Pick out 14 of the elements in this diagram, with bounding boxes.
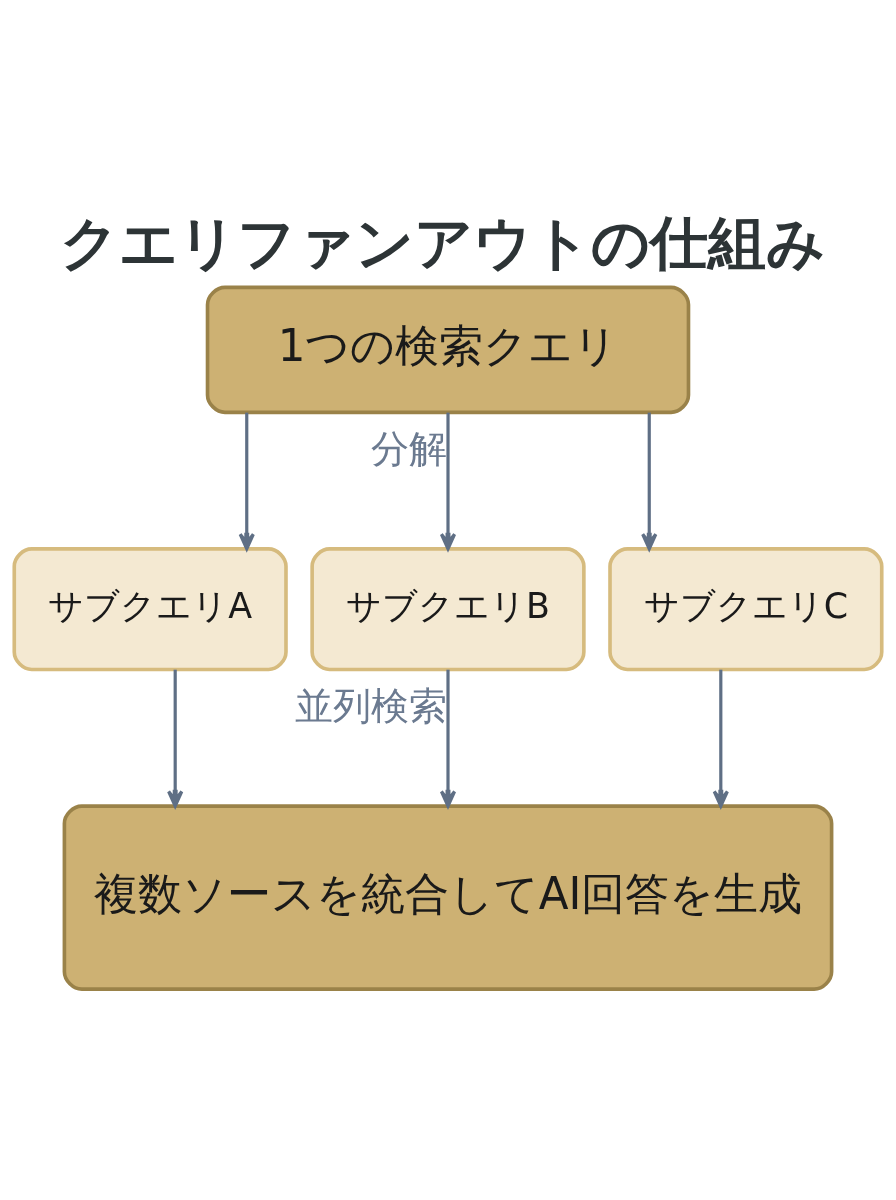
arrow [712,669,729,808]
node-box: サブクエリA [12,546,288,671]
arrow [167,669,184,808]
arrow [439,412,457,550]
edge-label: 分解 [371,426,448,471]
node-box: 1つの検索クエリ [205,285,691,414]
diagram-title: クエリファンアウトの仕組み [60,208,826,277]
arrow [238,412,255,550]
node-box: 複数ソースを統合してAI回答を生成 [62,803,834,991]
arrow [439,669,457,808]
node-box: サブクエリB [310,546,586,671]
edge-label: 並列検索 [294,683,447,728]
arrow [641,412,658,550]
node-box: サブクエリC [608,546,884,671]
